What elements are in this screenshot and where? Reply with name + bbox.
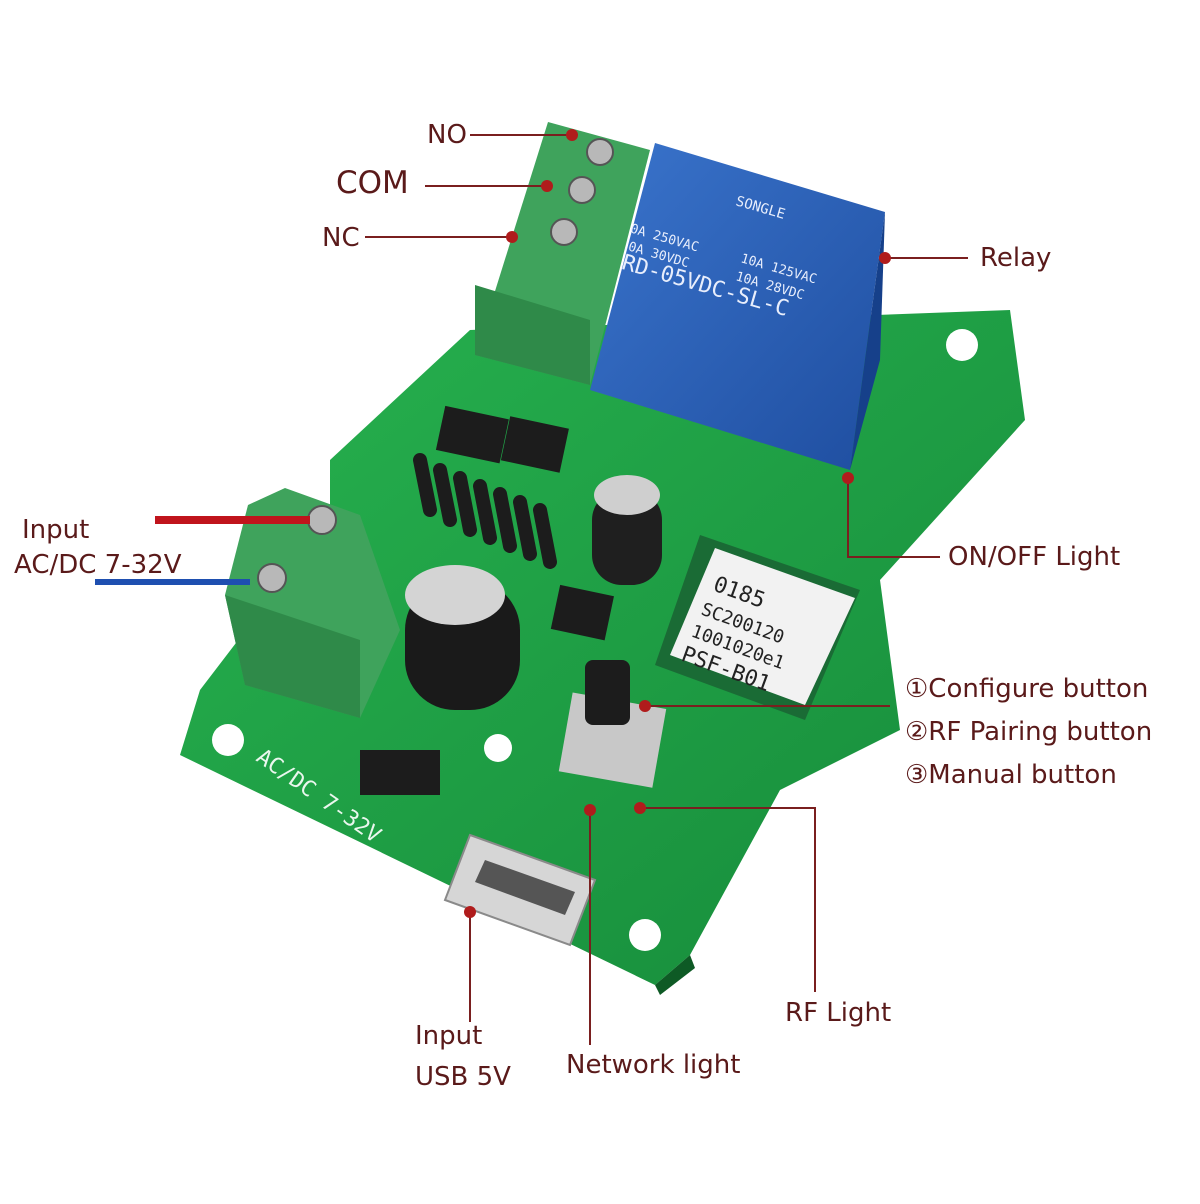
pcb-board [180, 310, 1025, 995]
label-configure-button: ①Configure button [905, 674, 1149, 704]
screw-terminal-positive [307, 505, 337, 535]
usb-port [443, 833, 597, 947]
mounting-hole [212, 724, 244, 756]
label-input-usb-line1: Input [415, 1021, 483, 1051]
screw-terminal-negative [257, 563, 287, 593]
input-terminal-block [225, 488, 400, 718]
screw-terminal-com [568, 176, 596, 204]
label-input-ac-line2: AC/DC 7-32V [14, 550, 182, 580]
capacitor-large [405, 565, 520, 710]
capacitor-small [592, 475, 662, 585]
tactile-button [558, 660, 667, 788]
mounting-hole [629, 919, 661, 951]
label-nc: NC [322, 223, 360, 253]
label-manual-button: ③Manual button [905, 760, 1117, 790]
screw-terminal-nc [550, 218, 578, 246]
label-input-ac-line1: Input [22, 515, 90, 545]
label-rf-pairing-button: ②RF Pairing button [905, 717, 1153, 747]
ic-chips [360, 405, 614, 795]
leader-lines [365, 134, 968, 1045]
mounting-hole [946, 329, 978, 361]
label-rf-light: RF Light [785, 998, 892, 1028]
leader-dots [464, 129, 891, 918]
label-com: COM [336, 165, 409, 201]
label-relay: Relay [980, 243, 1052, 273]
label-no: NO [427, 120, 467, 150]
label-on-off-light: ON/OFF Light [948, 542, 1121, 572]
relay: SONGLE 10A 250VAC 10A 30VDC 10A 125VAC 1… [590, 143, 885, 470]
label-input-usb-line2: USB 5V [415, 1062, 511, 1092]
screw-terminal-no [586, 138, 614, 166]
rf-coil [413, 453, 557, 569]
mounting-hole [484, 734, 512, 762]
wifi-module: 0185 SC200120 1001020e1 PSF-B01 [655, 535, 860, 720]
label-network-light: Network light [566, 1050, 741, 1080]
output-terminal-block [475, 122, 650, 385]
